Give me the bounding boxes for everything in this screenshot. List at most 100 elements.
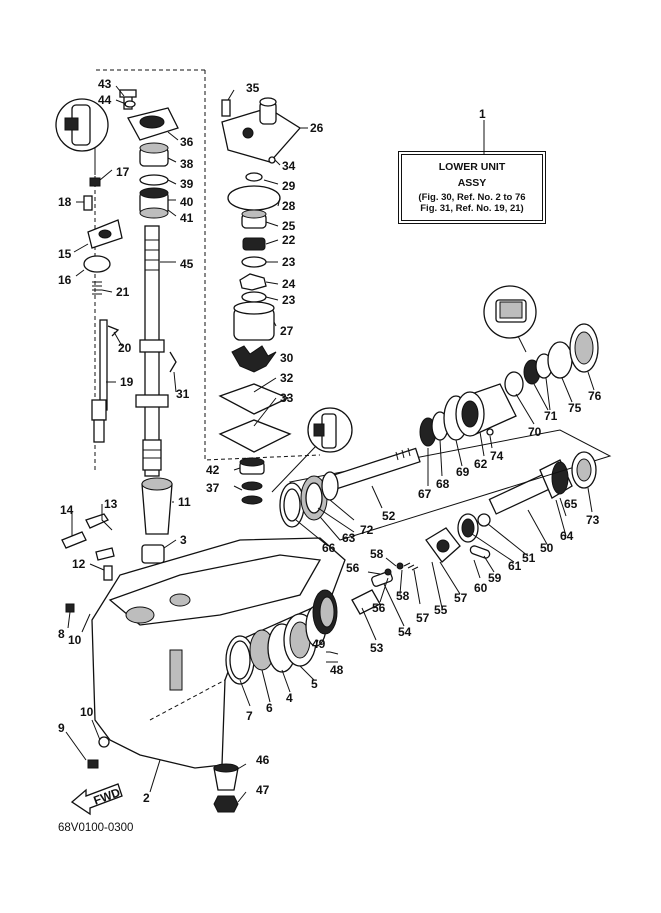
part-label-10b: 10: [80, 705, 94, 719]
part-label-35: 35: [246, 81, 260, 95]
plug-9: [87, 759, 99, 769]
clutch-53: [351, 589, 381, 615]
screw-10b: [98, 736, 110, 748]
gasket-28: [227, 185, 281, 211]
part-label-18: 18: [58, 195, 72, 209]
part-label-63: 63: [342, 531, 356, 545]
leader-lines: [65, 85, 595, 803]
part-label-17: 17: [116, 165, 130, 179]
part-label-57a: 57: [454, 591, 468, 605]
part-label-64: 64: [560, 529, 574, 543]
part-label-28: 28: [282, 199, 296, 213]
bushing-11: [141, 483, 173, 535]
part-label-23b: 23: [282, 293, 296, 307]
part-label-62: 62: [474, 457, 488, 471]
gasket-33: [218, 419, 292, 453]
part-label-41: 41: [180, 211, 194, 225]
bearing-3: [141, 544, 165, 564]
washer-23b: [241, 291, 267, 303]
lower-unit-info-box: LOWER UNIT ASSY (Fig. 30, Ref. No. 2 to …: [398, 151, 546, 224]
part-label-57b: 57: [416, 611, 430, 625]
part-label-40: 40: [180, 195, 194, 209]
part-label-14: 14: [60, 503, 74, 517]
pin-59: [469, 545, 491, 559]
info-ref-line-1: (Fig. 30, Ref. No. 2 to 76: [418, 192, 526, 203]
part-label-53: 53: [370, 641, 384, 655]
part-label-5: 5: [311, 677, 318, 691]
part-label-52: 52: [382, 509, 396, 523]
part-label-56b: 56: [372, 601, 386, 615]
oring-29: [245, 172, 263, 182]
washer-51: [477, 513, 491, 527]
oring-37b: [241, 495, 263, 505]
part-label-58b: 58: [396, 589, 410, 603]
part-label-13: 13: [104, 497, 118, 511]
group-box-64: [289, 429, 612, 541]
part-label-67: 67: [418, 487, 432, 501]
part-label-43: 43: [98, 77, 112, 91]
part-label-59: 59: [488, 571, 502, 585]
part-label-71a: 71: [544, 409, 558, 423]
washer-23a: [241, 256, 267, 268]
part-label-30: 30: [280, 351, 294, 365]
drawing-code: 68V0100-0300: [58, 822, 134, 834]
lock-callout-icon: [55, 98, 109, 152]
part-label-31: 31: [176, 387, 190, 401]
part-label-32: 32: [280, 371, 294, 385]
part-label-38: 38: [180, 157, 194, 171]
part-label-60: 60: [474, 581, 488, 595]
pin-31: [169, 351, 177, 373]
part-label-1: 1: [479, 107, 486, 121]
clip-20: [107, 325, 120, 337]
part-label-50: 50: [540, 541, 554, 555]
fwd-arrow-icon: FWD: [70, 783, 123, 816]
info-ref-line-2: Fig. 31, Ref. No. 19, 21): [420, 203, 524, 214]
bolt-14: [61, 531, 87, 549]
part-label-61: 61: [508, 559, 522, 573]
part-label-72: 72: [360, 523, 374, 537]
grease-callout-icon: [483, 285, 537, 339]
part-label-47: 47: [256, 783, 270, 797]
part-label-48: 48: [330, 663, 344, 677]
bolt-18: [83, 195, 93, 211]
part-label-27: 27: [280, 324, 294, 338]
part-label-70: 70: [528, 425, 542, 439]
part-label-44: 44: [98, 93, 112, 107]
part-label-55: 55: [434, 603, 448, 617]
part-label-69: 69: [456, 465, 470, 479]
part-label-34: 34: [282, 159, 296, 173]
bolt-13: [85, 513, 109, 529]
oring-39: [139, 174, 169, 186]
part-label-54: 54: [398, 625, 412, 639]
grommet-34: [268, 156, 276, 164]
part-label-58a: 58: [370, 547, 384, 561]
part-label-37: 37: [206, 481, 220, 495]
shift-rod-19: [99, 319, 108, 411]
plug-8: [65, 603, 75, 613]
propeller-shaft-50: [488, 473, 552, 515]
part-label-33: 33: [280, 391, 294, 405]
part-label-73: 73: [586, 513, 600, 527]
info-subtitle: ASSY: [457, 177, 487, 189]
part-label-22: 22: [282, 233, 296, 247]
spring-21: [92, 281, 102, 295]
washer-75: [547, 341, 573, 379]
nut-47: [213, 795, 239, 813]
bolt-74: [486, 428, 494, 436]
oring-37a: [241, 481, 263, 491]
part-number-labels: 1 2 3 4 5 6 7 8 9 10 10 11 12 13 14 15 1…: [58, 77, 602, 805]
grommet-17: [89, 177, 101, 187]
part-label-26: 26: [310, 121, 324, 135]
part-label-66: 66: [322, 541, 336, 555]
part-label-19: 19: [120, 375, 134, 389]
svg-text:FWD: FWD: [92, 785, 123, 808]
bolt-12: [103, 565, 113, 581]
part-label-21: 21: [116, 285, 130, 299]
part-label-7: 7: [246, 709, 253, 723]
part-label-2: 2: [143, 791, 150, 805]
part-label-65: 65: [564, 497, 578, 511]
part-label-12: 12: [72, 557, 86, 571]
bolt-35: [221, 99, 231, 117]
part-label-51: 51: [522, 551, 536, 565]
